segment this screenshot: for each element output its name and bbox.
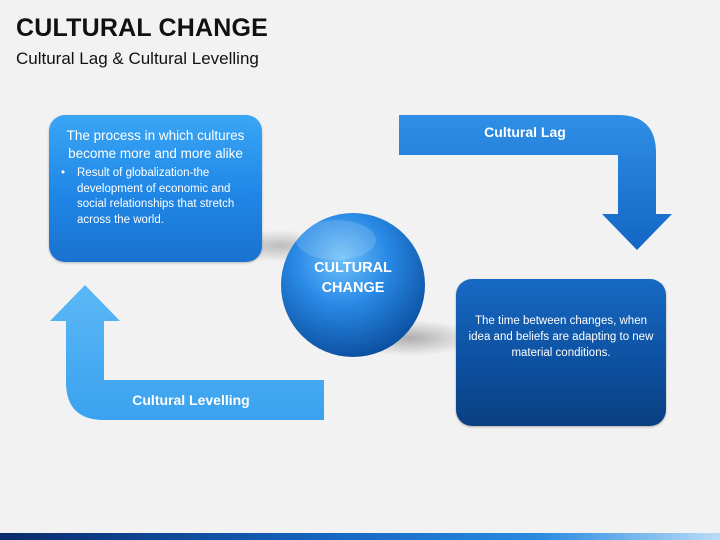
cultural-lag-label: Cultural Lag	[484, 124, 566, 140]
center-label-line2: CHANGE	[321, 280, 385, 296]
cultural-levelling-description: The process in which cultures become mor…	[66, 128, 245, 161]
cultural-lag-arrow	[399, 115, 672, 250]
page-subtitle: Cultural Lag & Cultural Levelling	[16, 49, 259, 68]
cultural-lag-box: The time between changes, when idea and …	[456, 279, 666, 426]
center-label: CULTURAL CHANGE	[286, 258, 420, 298]
cultural-lag-description: The time between changes, when idea and …	[468, 315, 654, 359]
cultural-levelling-box: The process in which cultures become mor…	[49, 115, 262, 262]
center-label-line1: CULTURAL	[314, 260, 392, 276]
bullet-item: Result of globalization-the development …	[61, 166, 252, 228]
cultural-levelling-label: Cultural Levelling	[132, 392, 250, 408]
cultural-change-sphere	[281, 213, 425, 357]
bottom-accent-bar	[0, 533, 720, 540]
cultural-levelling-arrow	[50, 285, 324, 420]
page-title: CULTURAL CHANGE	[16, 14, 269, 42]
cultural-levelling-bullets: Result of globalization-the development …	[59, 166, 252, 228]
sphere-highlight	[296, 220, 376, 260]
